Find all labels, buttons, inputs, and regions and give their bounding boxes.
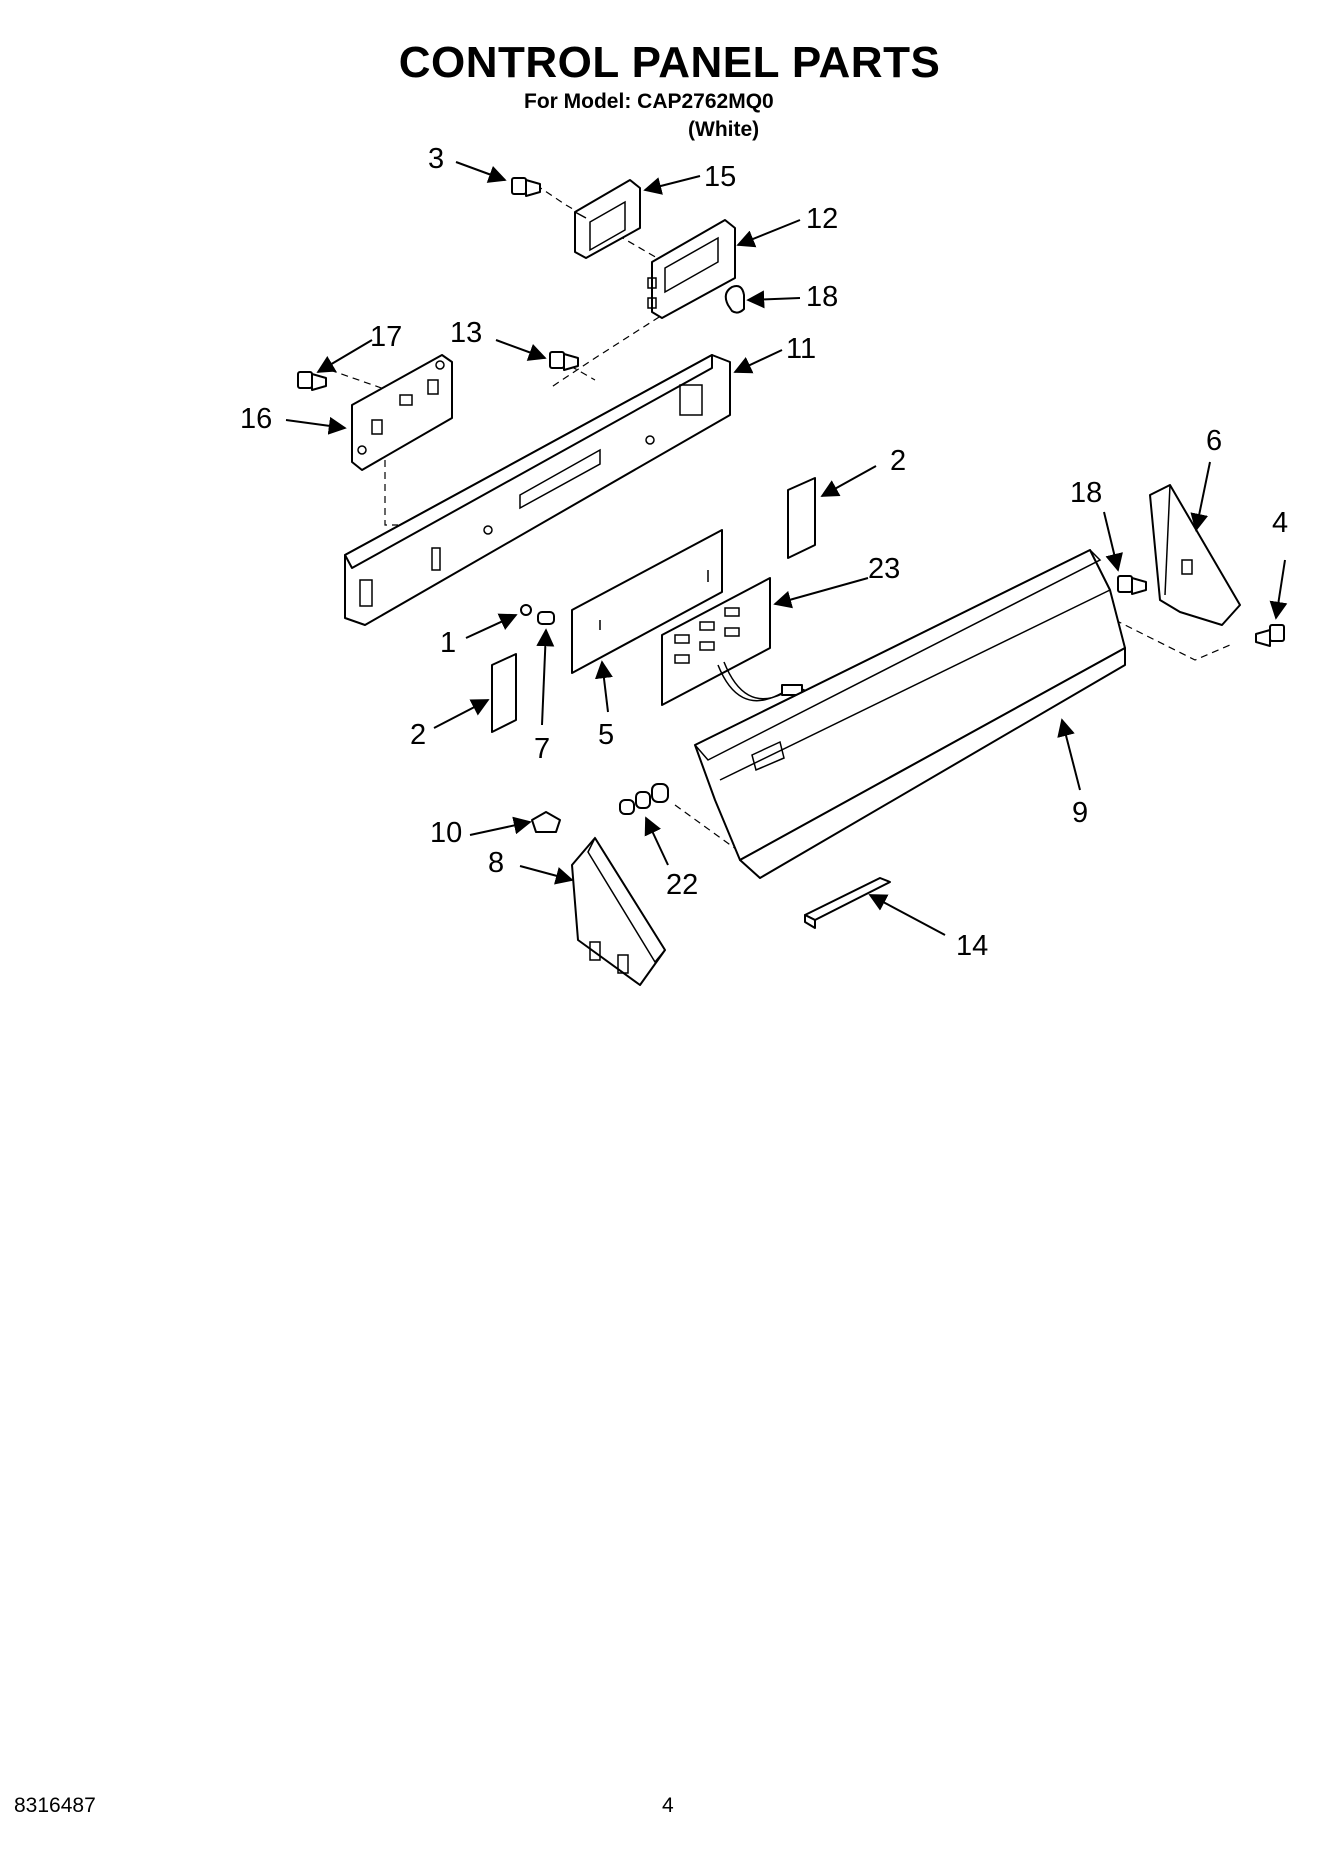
callout-16: 16 <box>240 403 272 435</box>
page-number: 4 <box>662 1794 674 1817</box>
callout-2-upper: 2 <box>890 445 906 477</box>
part-display-board <box>647 219 736 319</box>
callout-10: 10 <box>430 817 462 849</box>
part-trim-strip <box>804 877 891 929</box>
variant-label: (White) <box>688 118 760 141</box>
part-control-board <box>351 354 453 471</box>
callout-5: 5 <box>598 719 614 751</box>
callout-6: 6 <box>1206 425 1222 457</box>
part-spring <box>537 611 555 625</box>
callout-11: 11 <box>786 333 816 365</box>
part-control-housing <box>693 549 1126 879</box>
callout-9: 9 <box>1072 797 1088 829</box>
part-display-bracket <box>574 179 641 259</box>
part-touch-keyboard <box>661 577 807 706</box>
callout-17: 17 <box>370 321 402 353</box>
part-pin <box>520 604 532 616</box>
part-knobs <box>619 783 669 815</box>
callout-13: 13 <box>450 317 482 349</box>
part-overlay-upper <box>787 477 816 559</box>
callout-22: 22 <box>666 869 698 901</box>
part-overlay-lower <box>491 653 517 733</box>
callout-2-lower: 2 <box>410 719 426 751</box>
part-clip <box>724 285 745 314</box>
document-number: 8316487 <box>14 1794 96 1817</box>
callout-8: 8 <box>488 847 504 879</box>
callout-4: 4 <box>1272 507 1288 539</box>
page-title: CONTROL PANEL PARTS <box>398 38 941 87</box>
part-panel-frame <box>344 354 731 626</box>
part-screw-3 <box>511 177 541 197</box>
callout-23: 23 <box>868 553 900 585</box>
part-screw-20 <box>1117 575 1147 595</box>
part-end-clip <box>531 811 561 833</box>
callout-15: 15 <box>704 161 736 193</box>
leader-arrows <box>285 161 1288 936</box>
part-end-cap-right <box>1149 484 1241 626</box>
model-line: For Model: CAP2762MQ0 <box>524 90 774 113</box>
callout-12: 12 <box>806 203 838 235</box>
part-screw-4 <box>1255 624 1285 647</box>
part-screw-13 <box>549 351 579 371</box>
part-membrane <box>571 529 723 674</box>
callout-7: 7 <box>534 733 550 765</box>
callout-14: 14 <box>956 930 988 962</box>
callout-1: 1 <box>440 627 456 659</box>
part-screw-17 <box>297 371 327 391</box>
callout-3: 3 <box>428 143 444 175</box>
callout-20: 18 <box>1070 477 1102 509</box>
callout-18: 18 <box>806 281 838 313</box>
part-end-cap-left <box>571 836 666 986</box>
callout-labels: 3 15 12 18 17 13 11 16 6 2 18 4 23 1 2 7… <box>240 143 1288 962</box>
